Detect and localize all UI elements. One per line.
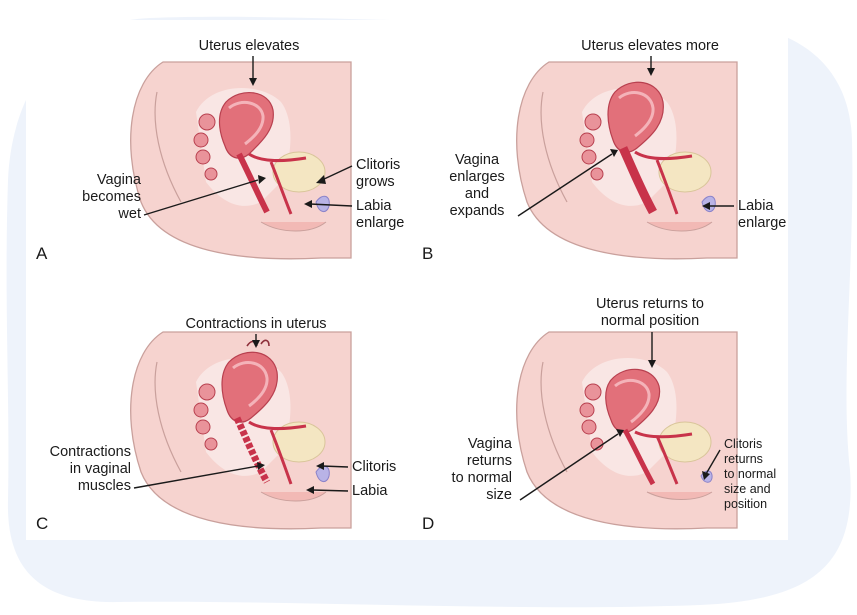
left-label-line: Vagina: [467, 436, 512, 452]
left-label-line: Contractions: [49, 444, 131, 460]
left-label-line: muscles: [77, 478, 131, 494]
right-label-line: Labia: [738, 198, 774, 214]
left-label: Vagina enlarges and expands: [442, 152, 512, 220]
left-label-line: and: [464, 186, 490, 202]
panel-a: Uterus elevates Vagina becomes wet Clito…: [26, 20, 404, 270]
right-label-line: grows: [356, 174, 395, 190]
left-label-line: Vagina: [96, 172, 141, 188]
panel-b: Uterus elevates more Vagina enlarges and…: [412, 20, 788, 270]
right-label-line: enlarge: [356, 215, 405, 231]
right-label-2: Labia enlarge: [356, 198, 404, 232]
top-label: Contractions in uterus: [185, 316, 327, 332]
left-label: Vagina returns to normal size: [432, 436, 512, 504]
left-label-line: Vagina: [454, 152, 500, 168]
anatomy-illustration: [516, 61, 738, 260]
top-label: Uterus returns to normal position: [570, 296, 730, 330]
left-label-line: wet: [118, 206, 141, 222]
left-label-line: size: [486, 487, 512, 503]
panel-c: Contractions in uterus Contractions in v…: [26, 290, 402, 540]
right-label-line: Clitoris: [356, 157, 401, 173]
panel-letter: A: [36, 244, 48, 263]
left-label-line: expands: [449, 203, 505, 219]
left-label-line: becomes: [82, 189, 141, 205]
left-label: Vagina becomes wet: [61, 172, 141, 223]
top-label: Uterus elevates more: [581, 38, 719, 54]
left-label-line: enlarges: [449, 169, 505, 185]
panel-d: Uterus returns to normal position Vagina…: [412, 290, 788, 540]
figure-sheet: Uterus elevates Vagina becomes wet Clito…: [26, 20, 788, 540]
right-label-line: Clitoris: [352, 459, 397, 475]
top-label-line: normal position: [600, 313, 700, 329]
anatomy-illustration: [130, 61, 352, 260]
right-label-line: Labia: [356, 198, 392, 214]
right-label-line: returns: [724, 452, 763, 466]
left-label-line: returns: [466, 453, 512, 469]
right-label-line: Clitoris: [724, 437, 763, 451]
right-label-line: enlarge: [738, 215, 787, 231]
right-label-line: Labia: [352, 483, 388, 499]
right-label-1: Clitoris grows: [356, 157, 400, 191]
left-label: Contractions in vaginal muscles: [36, 444, 131, 495]
panel-letter: D: [422, 514, 435, 533]
right-label-line: position: [724, 497, 768, 511]
panel-letter: B: [422, 244, 434, 263]
right-label-1: Clitoris returns to normal size and posi…: [724, 437, 776, 512]
top-label-line: Uterus returns to: [596, 296, 704, 312]
right-label-1: Clitoris: [352, 459, 396, 476]
right-label-2: Labia: [352, 483, 387, 500]
right-label-2: Labia enlarge: [738, 198, 786, 232]
left-label-line: in vaginal: [69, 461, 131, 477]
right-label-line: to normal: [724, 467, 777, 481]
right-label-line: size and: [724, 482, 771, 496]
left-label-line: to normal: [451, 470, 512, 486]
panel-letter: C: [36, 514, 49, 533]
top-label: Uterus elevates: [198, 38, 300, 54]
